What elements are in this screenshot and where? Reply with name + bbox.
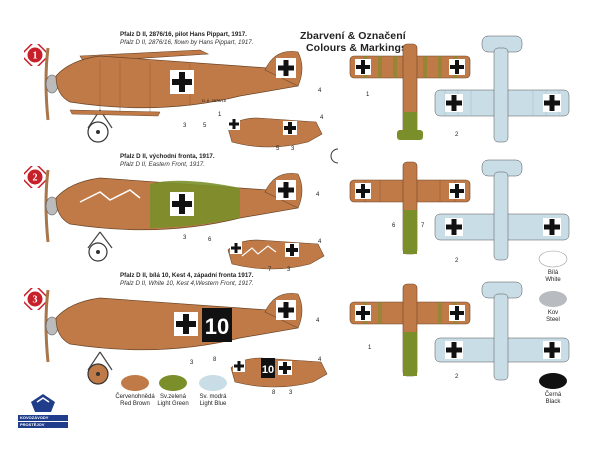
profile-3-plan-callout-a: 1 [368, 345, 372, 351]
profile-2-small-callout-a: 4 [318, 239, 322, 245]
profile-1-plan-callout-b: 2 [455, 132, 459, 138]
profile-3-side-view: 10 [44, 289, 303, 385]
profile-2-callout-a: 3 [183, 235, 187, 241]
swatch-light-blue-label-en: Light Blue [199, 401, 227, 407]
profile-1-callout-c: 1 [218, 112, 222, 118]
profile-1-top-view [349, 43, 471, 140]
profile-3-top-view [349, 283, 471, 377]
profile-2-callout-b: 6 [208, 237, 212, 243]
profile-1-caption-cz: Pfalz D II, 2876/16, pilot Hans Pippart,… [120, 31, 247, 38]
profile-2-callout-c: 4 [316, 192, 320, 198]
profile-2-small-side-view [227, 239, 325, 270]
swatch-white-label-en: White [545, 277, 561, 283]
profile-3-callout-c: 4 [316, 318, 320, 324]
swatch-steel-label-en: Steel [546, 317, 560, 323]
swatch-light-blue [199, 375, 227, 391]
profile-2-badge: 2 [24, 166, 46, 188]
profile-1-badge: 1 [24, 44, 46, 66]
profile-1-side-view: D. II. 2876/16 [44, 47, 303, 143]
profile-2-caption-en: Pfalz D II, Eastern Front, 1917. [120, 161, 205, 168]
profile-3-small-callout-c: 3 [289, 390, 293, 396]
profile-1-callout-a: 3 [183, 123, 187, 129]
profile-3-fuselage-number: 10 [205, 314, 229, 339]
profile-2-bottom-view [434, 159, 570, 261]
profile-3-caption-cz: Pfalz D II, bílá 10, Kest 4, západní fro… [120, 272, 254, 279]
profile-3-callout-b: 8 [213, 357, 217, 363]
profile-3-bottom-view [434, 281, 570, 381]
profile-1-small-callout-b: 5 [276, 146, 280, 152]
profile-1-badge-number: 1 [33, 51, 38, 62]
profile-3-small-callout-b: 8 [272, 390, 276, 396]
profile-2-plan-callout-a: 6 [392, 223, 396, 229]
title-czech: Zbarvení & Označení [300, 30, 406, 42]
swatch-steel [539, 291, 567, 307]
swatch-red-brown-label-cz: Červenohnědá [115, 394, 155, 400]
profile-1-serial: D. II. 2876/16 [202, 98, 227, 103]
profile-3-small-fuselage-number: 10 [262, 364, 274, 376]
title-english: Colours & Markings [306, 42, 407, 54]
profile-2-small-callout-c: 3 [287, 267, 291, 273]
profile-2-badge-number: 2 [33, 173, 38, 184]
swatch-black-label-en: Black [545, 399, 561, 405]
swatch-light-green-label-en: Light Green [157, 401, 189, 407]
kovozavody-logo: KOVOZÁVODY PROSTĚJOV [18, 392, 68, 436]
swatch-black [539, 373, 567, 389]
profile-1-small-callout-c: 3 [291, 146, 295, 152]
profile-1-callout-b: 5 [203, 123, 207, 129]
logo-line-1: KOVOZÁVODY [18, 415, 68, 421]
profile-1-small-callout-a: 4 [320, 115, 324, 121]
profile-3-small-callout-a: 4 [318, 357, 322, 363]
swatch-light-blue-label-cz: Sv. modrá [199, 394, 227, 400]
profile-2-side-view [44, 169, 303, 262]
profile-1-small-side-view [227, 117, 338, 164]
profile-3-plan-callout-b: 2 [455, 374, 459, 380]
profile-2-caption-cz: Pfalz D II, východní fronta, 1917. [120, 153, 215, 160]
swatch-red-brown [121, 375, 149, 391]
profile-3-small-side-view: 10 [230, 357, 328, 388]
swatch-steel-label-cz: Kov [547, 310, 559, 316]
logo-emblem-icon [31, 394, 55, 412]
profile-3-callout-a: 3 [190, 360, 194, 366]
profile-3-badge-number: 3 [33, 295, 38, 306]
profile-1-plan-callout-a: 1 [366, 92, 370, 98]
profile-2-plan-callout-b: 7 [421, 223, 425, 229]
logo-line-2: PROSTĚJOV [18, 422, 68, 428]
profile-2-small-callout-b: 7 [268, 267, 272, 273]
swatch-black-label-cz: Černá [544, 392, 562, 398]
profile-1-bottom-view [434, 35, 570, 143]
profile-3-caption-en: Pfalz D II, White 10, Kest 4,Western Fro… [120, 280, 254, 287]
profile-2-top-view [349, 161, 471, 255]
swatch-white [538, 250, 568, 268]
profile-1-caption-en: Pfalz D II, 2876/16, flown by Hans Pippa… [120, 39, 254, 46]
swatch-white-label-cz: Bílá [547, 270, 559, 276]
profile-3-badge: 3 [24, 288, 46, 310]
profile-1-callout-d: 4 [318, 88, 322, 94]
profile-2-plan-callout-c: 2 [455, 258, 459, 264]
swatch-light-green [159, 375, 187, 391]
swatch-light-green-label-cz: Sv.zelená [160, 394, 186, 400]
swatch-red-brown-label-en: Red Brown [120, 401, 150, 407]
